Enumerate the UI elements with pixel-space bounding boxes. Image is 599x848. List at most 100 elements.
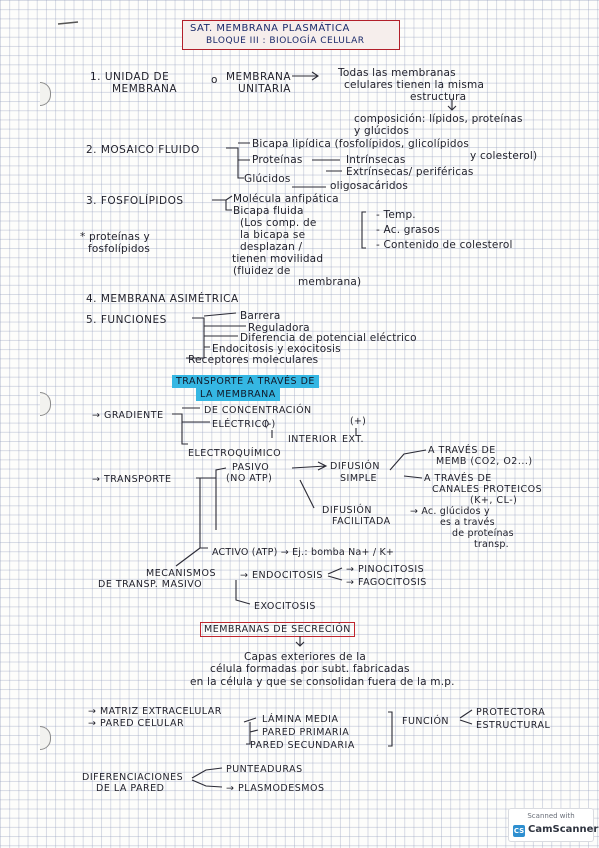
bracket-connector	[361, 211, 366, 249]
arrow-connector	[292, 71, 319, 81]
s3-item: desplazan /	[240, 241, 303, 253]
s3-factor: - Contenido de colesterol	[376, 239, 513, 251]
wall-layer: PARED SECUNDARIA	[250, 740, 355, 751]
wall-diff-item: PUNTEADURAS	[226, 764, 303, 775]
scanner-watermark: Scanned with CS CamScanner	[508, 808, 598, 842]
s1-alt: MEMBRANA	[226, 71, 292, 83]
s1-alt: UNITARIA	[238, 83, 291, 95]
brace-connector	[186, 312, 246, 359]
s2-label: 2. MOSAICO FLUIDO	[86, 144, 200, 156]
wall-function: ESTRUCTURAL	[476, 720, 551, 731]
active-transport: ACTIVO (ATP) → Ej.: bomba Na+ / K+	[212, 547, 395, 558]
phagocytosis-label: → FAGOCITOSIS	[346, 577, 427, 588]
s3-item: tienen movilidad	[232, 253, 324, 265]
s3-item: Molécula anfipática	[233, 193, 339, 205]
secretion-desc: en la célula y que se consolidan fuera d…	[190, 676, 455, 688]
s3-item: la bicapa se	[240, 229, 306, 241]
facilitated-desc: de proteínas	[452, 528, 514, 539]
arrow-connector	[312, 159, 342, 172]
branch-connector	[459, 709, 473, 725]
branch-connector	[175, 547, 201, 567]
scanner-caption: Scanned with	[527, 812, 575, 820]
branch-connector	[191, 767, 223, 788]
tree-connector	[196, 461, 328, 549]
arrow-connector	[447, 100, 457, 111]
title-box	[182, 20, 400, 50]
facilitated-label: FACILITADA	[332, 516, 391, 527]
exocytosis-label: EXOCITOSIS	[254, 601, 316, 612]
diffusion-label: SIMPLE	[340, 473, 378, 484]
s3-note: fosfolípidos	[88, 243, 151, 255]
s3-item: Bicapa fluida	[233, 205, 304, 217]
secretion-desc: célula formadas por subt. fabricadas	[210, 663, 410, 675]
s4-label: 4. MEMBRANA ASIMÉTRICA	[86, 293, 239, 305]
facilitated-desc: transp.	[474, 539, 509, 550]
endocytosis-label: → ENDOCITOSIS	[240, 570, 323, 581]
wall-item: → MATRIZ EXTRACELULAR	[88, 706, 222, 717]
s5-item: Endocitosis y exocitosis	[212, 343, 341, 355]
s2-item: y colesterol)	[470, 150, 538, 162]
arrow-connector	[295, 636, 305, 647]
mass-transport-label: DE TRANSP. MASIVO	[98, 579, 203, 590]
branch-connector	[389, 449, 427, 479]
transport-title: TRANSPORTE A TRAVÉS DE	[172, 375, 319, 388]
gradient-item: DE CONCENTRACIÓN	[204, 405, 312, 416]
diffusion-label: DIFUSIÓN	[330, 461, 380, 472]
charge-plus: (+)	[350, 416, 366, 427]
branch-connector	[327, 567, 343, 581]
s2-item: Extrínsecas/ periféricas	[346, 166, 474, 178]
brace-connector	[226, 142, 250, 179]
diffusion-path: A TRAVÉS DE	[428, 445, 496, 456]
charge-minus: (-)	[264, 419, 276, 430]
s3-factor: - Ac. grasos	[376, 224, 440, 236]
wall-layer: PARED PRIMARIA	[262, 727, 350, 738]
mass-transport-label: MECANISMOS	[146, 568, 216, 579]
s3-label: 3. FOSFOLÍPIDOS	[86, 195, 184, 207]
wall-layer: LÁMINA MEDIA	[262, 714, 339, 725]
wall-diff-item: → PLASMODESMOS	[226, 783, 325, 794]
s3-item: (Los comp. de	[240, 217, 317, 229]
wall-diff: DE LA PARED	[96, 783, 165, 794]
branch-connector	[299, 479, 315, 509]
s1-desc: celulares tienen la misma	[344, 79, 485, 91]
s2-item: Intrínsecas	[346, 154, 406, 166]
s2-item: Glúcidos	[244, 173, 291, 185]
channel-path: CANALES PROTEICOS	[432, 484, 543, 495]
facilitated-desc: → Ac. glúcidos y	[410, 506, 490, 517]
page-title: SAT. MEMBRANA PLASMÁTICA	[190, 23, 350, 34]
branch-connector	[235, 580, 251, 605]
s3-factor: - Temp.	[376, 209, 416, 221]
s1-desc: estructura	[410, 91, 467, 103]
channel-path: A TRAVÉS DE	[424, 473, 492, 484]
s2-item: Bicapa lipídica (fosfolípidos, glicolípi…	[252, 138, 470, 150]
s2-item: oligosacáridos	[330, 180, 409, 192]
facilitated-label: DIFUSIÓN	[322, 505, 372, 516]
s3-item: membrana)	[298, 276, 362, 288]
s1-or: o	[211, 74, 218, 86]
diffusion-path: MEMB (CO2, O2...)	[436, 456, 533, 467]
wall-item: → PARED CELULAR	[88, 718, 185, 729]
charge-label: EXT.	[342, 434, 365, 445]
channel-path: (K+, Cl-)	[470, 495, 518, 506]
s3-item: (fluidez de	[233, 265, 291, 277]
s1-desc: Todas las membranas	[338, 67, 456, 79]
facilitated-desc: es a través	[440, 517, 495, 528]
s5-item: Reguladora	[248, 322, 310, 334]
s1-label: 1. UNIDAD DE	[90, 71, 170, 83]
s1-composition: y glúcidos	[354, 125, 410, 137]
s2-item: Proteínas	[252, 154, 303, 166]
passive-label: PASIVO	[232, 462, 270, 473]
scanner-brand: CamScanner	[528, 824, 599, 835]
bracket-connector	[388, 711, 393, 747]
tick-connector	[271, 428, 357, 438]
brace-connector	[212, 195, 233, 211]
transport-title: LA MEMBRANA	[196, 388, 280, 401]
brace-connector	[243, 717, 259, 745]
wall-diff: DIFERENCIACIONES	[82, 772, 184, 783]
camscanner-logo-icon: CS	[513, 825, 525, 837]
pinocytosis-label: → PINOCITOSIS	[346, 564, 425, 575]
charge-label: INTERIOR	[288, 434, 338, 445]
wall-function: FUNCIÓN	[402, 716, 450, 727]
secretion-title: MEMBRANAS DE SECRECIÓN	[200, 622, 355, 637]
